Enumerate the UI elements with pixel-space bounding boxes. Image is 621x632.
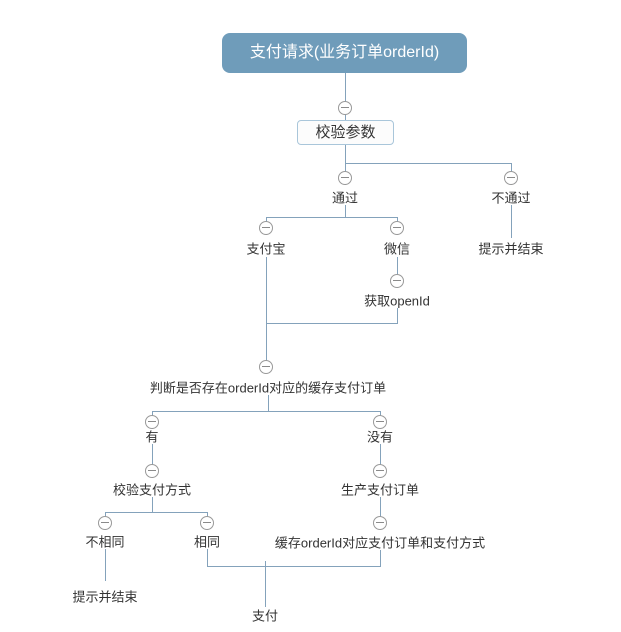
- collapse-minus-icon[interactable]: [145, 415, 159, 429]
- node-not-same[interactable]: 不相同: [85, 534, 125, 550]
- node-pass[interactable]: 通过: [331, 190, 359, 206]
- node-wechat[interactable]: 微信: [383, 241, 411, 257]
- connector-line: [397, 308, 398, 324]
- connector-line: [268, 395, 269, 412]
- connector-line: [265, 561, 266, 607]
- collapse-minus-icon[interactable]: [373, 464, 387, 478]
- collapse-minus-icon[interactable]: [200, 516, 214, 530]
- connector-line: [511, 205, 512, 238]
- node-create-pay-order[interactable]: 生产支付订单: [340, 482, 420, 498]
- connector-line: [152, 497, 153, 513]
- collapse-minus-icon[interactable]: [259, 360, 273, 374]
- connector-line: [380, 550, 381, 567]
- collapse-minus-icon[interactable]: [98, 516, 112, 530]
- collapse-minus-icon[interactable]: [390, 221, 404, 235]
- node-has-cache[interactable]: 有: [145, 429, 159, 445]
- collapse-minus-icon[interactable]: [373, 415, 387, 429]
- node-judge-cache[interactable]: 判断是否存在orderId对应的缓存支付订单: [149, 380, 387, 396]
- connector-line: [105, 549, 106, 581]
- node-get-openid[interactable]: 获取openId: [364, 293, 430, 309]
- collapse-minus-icon[interactable]: [390, 274, 404, 288]
- connector-line: [380, 497, 381, 530]
- node-check-pay-method[interactable]: 校验支付方式: [112, 482, 192, 498]
- connector-line: [345, 163, 512, 164]
- connector-line: [152, 411, 381, 412]
- connector-line: [207, 549, 208, 567]
- collapse-minus-icon[interactable]: [259, 221, 273, 235]
- node-root[interactable]: 支付请求(业务订单orderId): [222, 33, 467, 73]
- collapse-minus-icon[interactable]: [338, 171, 352, 185]
- node-pay[interactable]: 支付: [251, 608, 279, 624]
- node-fail-end[interactable]: 提示并结束: [478, 241, 544, 257]
- connector-line: [380, 444, 381, 478]
- collapse-minus-icon[interactable]: [338, 101, 352, 115]
- connector-line: [207, 566, 381, 567]
- connector-line: [345, 73, 346, 120]
- collapse-minus-icon[interactable]: [145, 464, 159, 478]
- node-alipay[interactable]: 支付宝: [246, 241, 286, 257]
- collapse-minus-icon[interactable]: [504, 171, 518, 185]
- collapse-minus-icon[interactable]: [373, 516, 387, 530]
- connector-line: [266, 257, 267, 361]
- connector-line: [266, 217, 398, 218]
- node-not-same-end[interactable]: 提示并结束: [72, 589, 138, 605]
- connector-line: [152, 444, 153, 478]
- node-check-params[interactable]: 校验参数: [297, 120, 394, 145]
- node-same[interactable]: 相同: [193, 534, 221, 550]
- node-no-cache[interactable]: 没有: [366, 429, 394, 445]
- connector-line: [345, 205, 346, 218]
- node-fail[interactable]: 不通过: [491, 190, 531, 206]
- connector-line: [266, 323, 398, 324]
- connector-line: [397, 257, 398, 288]
- connector-line: [105, 512, 208, 513]
- connector-line: [345, 145, 346, 164]
- node-cache-order[interactable]: 缓存orderId对应支付订单和支付方式: [274, 535, 486, 551]
